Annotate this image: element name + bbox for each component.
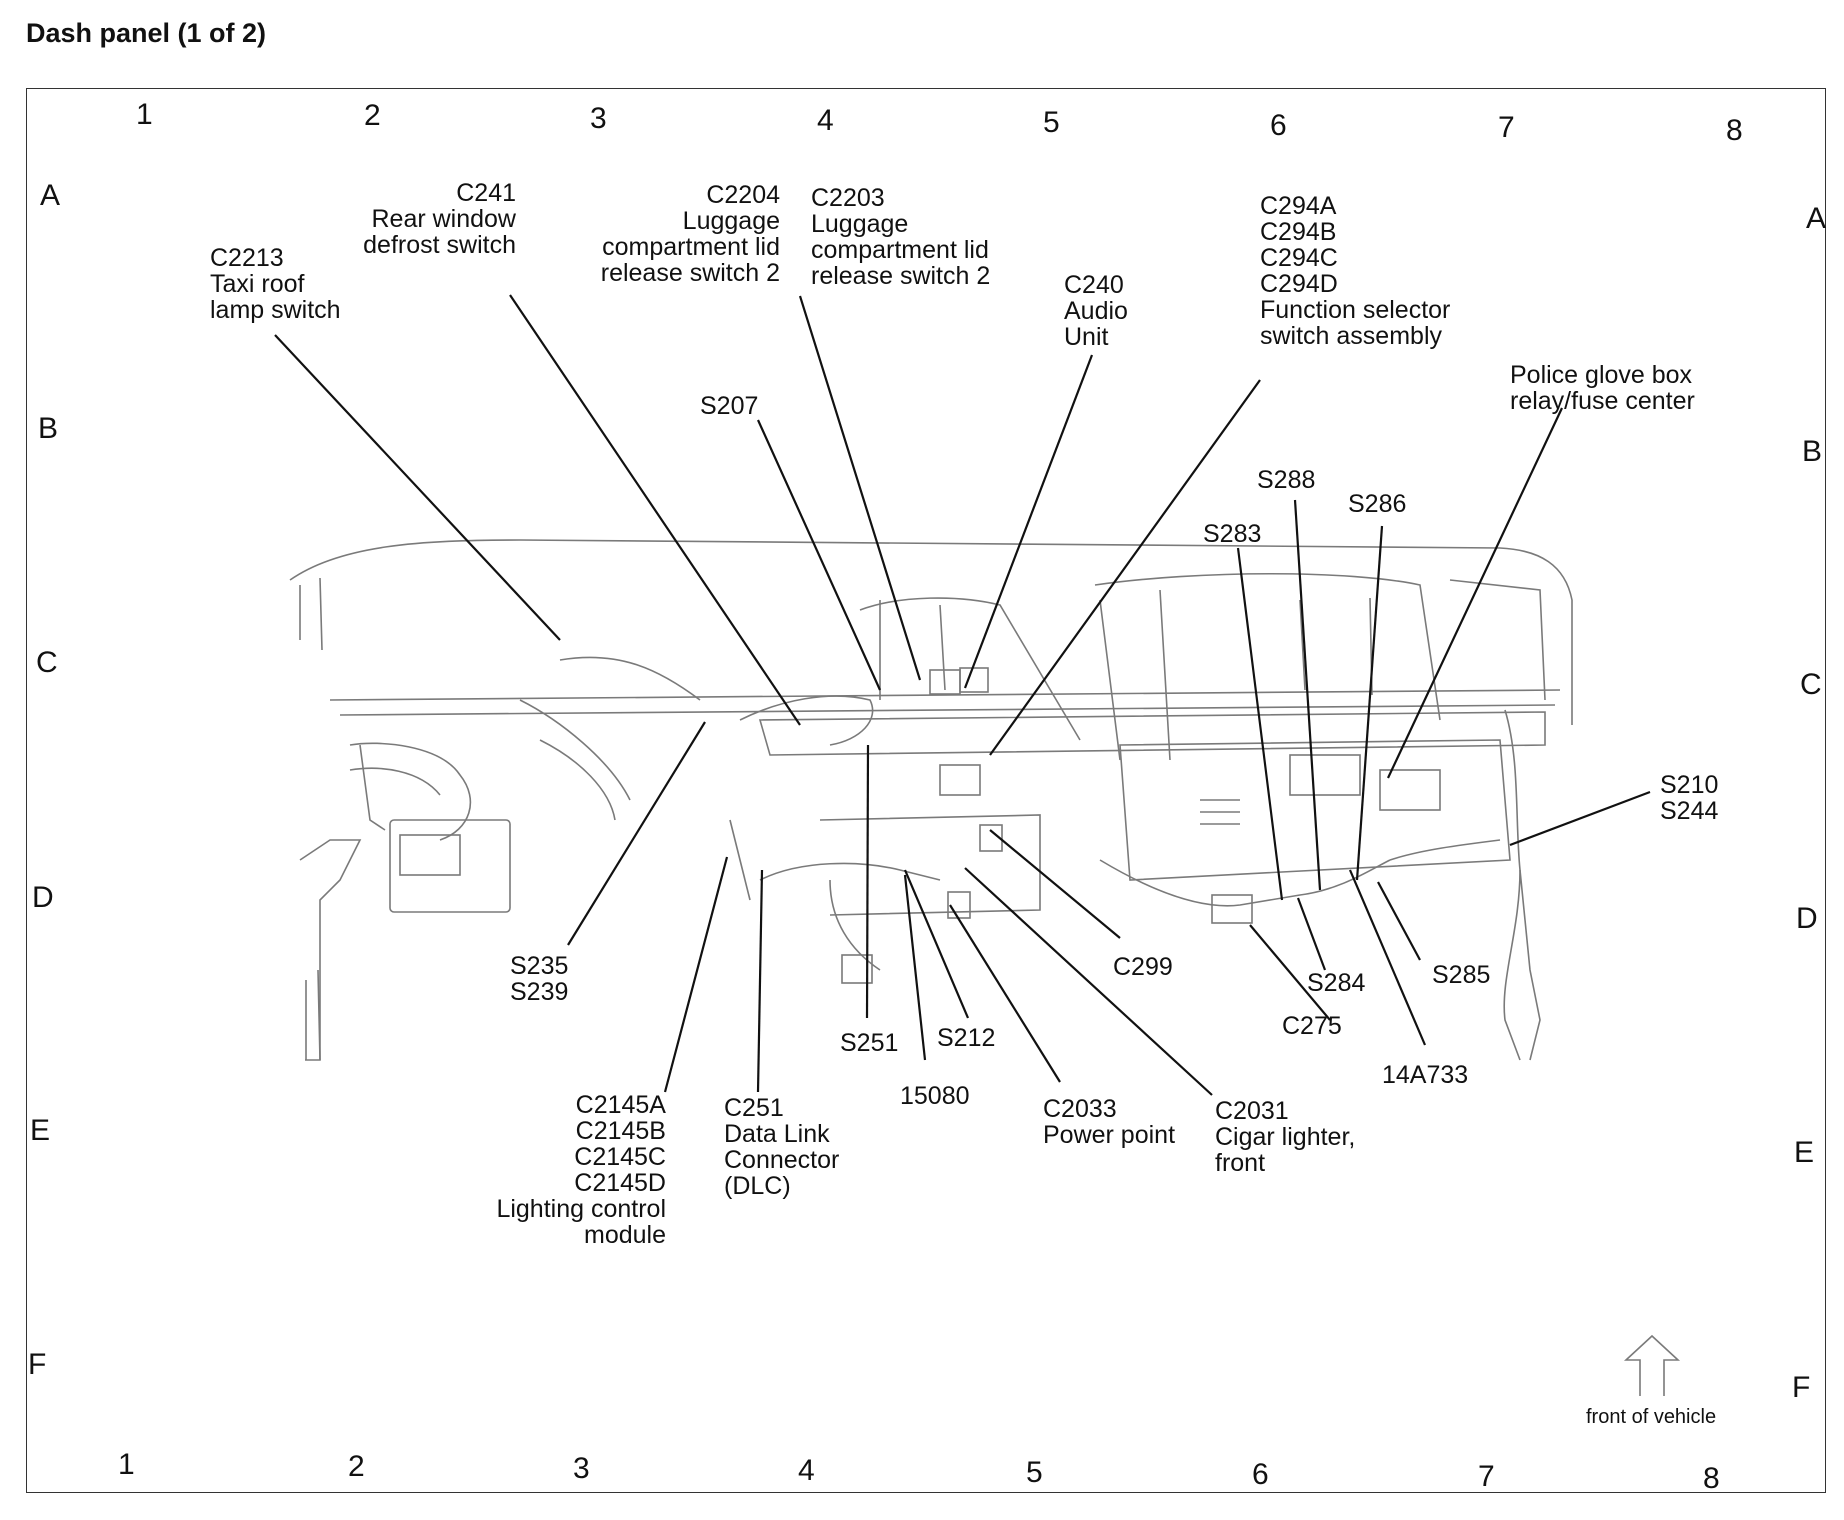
page-title: Dash panel (1 of 2) <box>26 18 267 48</box>
callout-s286: S286 <box>1348 490 1407 518</box>
col-label-bottom-1: 1 <box>118 1448 135 1481</box>
col-label-top-6: 6 <box>1270 109 1287 142</box>
leader-c251 <box>756 869 764 1093</box>
row-label-left-e: E <box>30 1114 51 1147</box>
leader-s251 <box>865 744 870 1019</box>
leader-c2204 <box>798 295 922 681</box>
col-label-top-4: 4 <box>817 104 834 137</box>
leader-c299 <box>989 829 1121 939</box>
callout-c2204: C2204 Luggage compartment lid release sw… <box>600 181 780 287</box>
col-label-bottom-8: 8 <box>1703 1462 1720 1495</box>
callout-s251: S251 <box>840 1029 899 1057</box>
leader-s288 <box>1293 499 1322 891</box>
callout-15080: 15080 <box>900 1082 970 1110</box>
diagram-frame <box>26 88 1826 1493</box>
row-label-right-e: E <box>1794 1136 1815 1169</box>
col-label-bottom-2: 2 <box>348 1450 365 1483</box>
callout-police: Police glove box relay/fuse center <box>1510 361 1695 415</box>
leader-c2145 <box>663 856 729 1093</box>
dash-panel-sketch <box>289 539 1681 1396</box>
col-label-top-7: 7 <box>1498 111 1515 144</box>
callout-s235: S235 S239 <box>510 952 569 1006</box>
callout-c251: C251 Data Link Connector (DLC) <box>724 1094 840 1200</box>
leader-c2213 <box>274 334 561 641</box>
col-label-bottom-7: 7 <box>1478 1460 1495 1493</box>
callout-s288: S288 <box>1257 466 1316 494</box>
leader-c294 <box>989 379 1261 756</box>
callout-s284: S284 <box>1307 969 1366 997</box>
leader-c2033 <box>949 904 1061 1083</box>
leader-c240 <box>963 354 1094 689</box>
leader-s284 <box>1296 897 1327 971</box>
callout-c2031: C2031 Cigar lighter, front <box>1215 1097 1356 1177</box>
callout-14a733: 14A733 <box>1382 1061 1469 1089</box>
callout-c241: C241 Rear window defrost switch <box>363 179 516 259</box>
leader-c2031 <box>964 867 1213 1096</box>
callout-s210: S210 S244 <box>1660 771 1719 825</box>
col-label-top-5: 5 <box>1043 106 1060 139</box>
callout-c275: C275 <box>1282 1012 1342 1040</box>
row-label-right-d: D <box>1796 902 1818 935</box>
row-label-right-a: A <box>1806 202 1827 235</box>
row-label-left-c: C <box>36 646 58 679</box>
leader-s212 <box>903 869 970 1019</box>
callout-c294: C294A C294B C294C C294D Function selecto… <box>1260 192 1451 350</box>
col-label-bottom-3: 3 <box>573 1452 590 1485</box>
leader-s286 <box>1355 525 1384 881</box>
callout-c240: C240 Audio Unit <box>1064 271 1128 351</box>
row-label-left-b: B <box>38 412 59 445</box>
leader-police <box>1387 407 1563 779</box>
col-label-top-3: 3 <box>590 102 607 135</box>
callout-c2213: C2213 Taxi roof lamp switch <box>210 244 341 324</box>
leader-s235 <box>567 721 706 946</box>
col-label-top-2: 2 <box>364 99 381 132</box>
row-label-left-a: A <box>40 179 61 212</box>
leader-s285 <box>1377 881 1421 961</box>
row-label-left-d: D <box>32 881 54 914</box>
callout-s212: S212 <box>937 1024 996 1052</box>
callout-s207: S207 <box>700 392 759 420</box>
leader-s283 <box>1236 547 1284 901</box>
col-label-bottom-6: 6 <box>1252 1458 1269 1491</box>
row-label-right-c: C <box>1800 668 1822 701</box>
leader-15080 <box>903 874 927 1061</box>
leader-c241 <box>509 294 801 726</box>
callout-c2145: C2145A C2145B C2145C C2145D Lighting con… <box>496 1091 666 1249</box>
leader-lines <box>274 294 1651 1096</box>
leader-c275 <box>1249 924 1331 1021</box>
callout-c2203: C2203 Luggage compartment lid release sw… <box>811 184 991 290</box>
front-of-vehicle-label: front of vehicle <box>1586 1406 1717 1428</box>
leader-s207 <box>756 419 882 691</box>
callout-c2033: C2033 Power point <box>1043 1095 1176 1149</box>
col-label-top-8: 8 <box>1726 114 1743 147</box>
leader-s210 <box>1509 790 1651 847</box>
col-label-bottom-4: 4 <box>798 1454 815 1487</box>
row-label-right-f: F <box>1792 1371 1811 1404</box>
callout-s285: S285 <box>1432 961 1491 989</box>
row-label-left-f: F <box>28 1348 47 1381</box>
row-label-right-b: B <box>1802 435 1823 468</box>
col-label-bottom-5: 5 <box>1026 1456 1043 1489</box>
leader-14a733 <box>1348 869 1427 1046</box>
callout-c299: C299 <box>1113 953 1173 981</box>
callout-s283: S283 <box>1203 520 1262 548</box>
col-label-top-1: 1 <box>136 98 153 131</box>
